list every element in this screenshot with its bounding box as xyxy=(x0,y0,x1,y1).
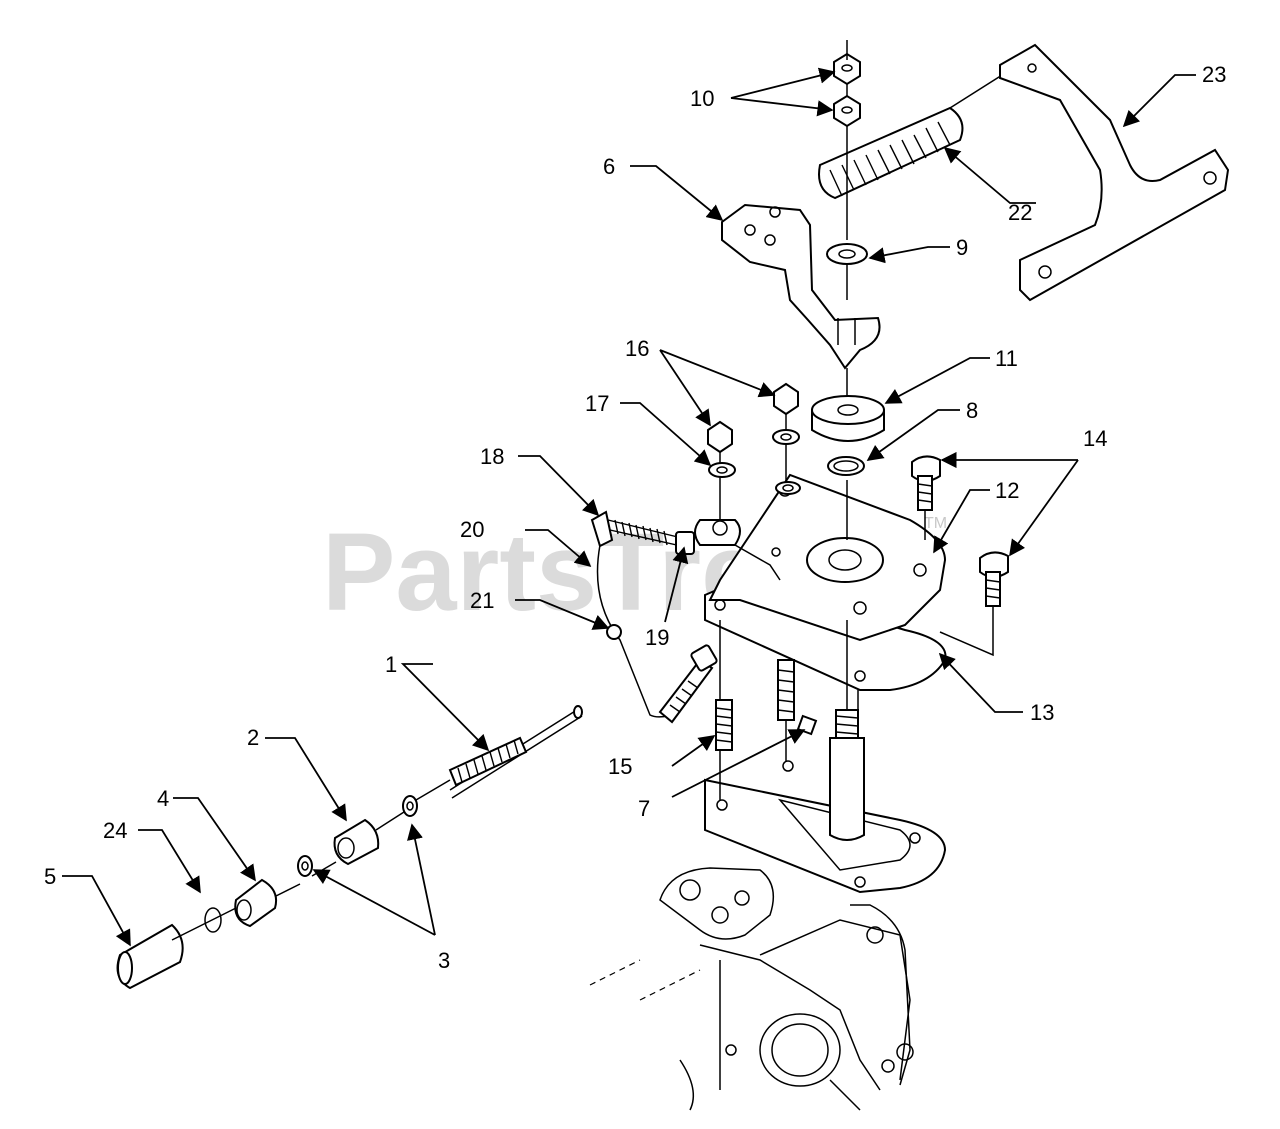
washer-24 xyxy=(204,907,222,933)
bolt-14b xyxy=(979,551,1009,607)
washers-17 xyxy=(708,429,801,495)
callout-15: 15 xyxy=(608,754,632,779)
callout-labels: 1 2 3 4 5 24 6 7 8 9 10 11 12 13 14 15 1… xyxy=(44,62,1226,973)
studs-15 xyxy=(715,659,865,841)
callout-10: 10 xyxy=(690,86,714,111)
watermark-trademark: TM xyxy=(924,515,947,532)
callout-2: 2 xyxy=(247,725,259,750)
callout-7: 7 xyxy=(638,796,650,821)
bracket-23 xyxy=(999,43,1230,302)
callout-11: 11 xyxy=(995,346,1018,371)
bushing-11 xyxy=(811,395,885,442)
nut-2 xyxy=(333,818,380,866)
callout-3: 3 xyxy=(438,948,450,973)
base-plate xyxy=(704,778,947,894)
callout-8: 8 xyxy=(966,398,978,423)
callout-23: 23 xyxy=(1202,62,1226,87)
shaft-centerline xyxy=(171,779,451,941)
callout-9: 9 xyxy=(956,235,968,260)
callout-5: 5 xyxy=(44,864,56,889)
callout-13: 13 xyxy=(1030,700,1054,725)
leader-lines xyxy=(62,67,1196,947)
bolt-left xyxy=(606,624,718,724)
bolt-14a xyxy=(911,455,941,511)
pin-7 xyxy=(782,714,818,772)
governor-arm-6 xyxy=(721,203,881,370)
callout-20: 20 xyxy=(460,517,484,542)
nuts-16 xyxy=(707,382,799,454)
spacer-4 xyxy=(234,878,278,928)
o-ring-8 xyxy=(827,456,865,476)
adjust-screw-18 xyxy=(590,510,695,555)
engine-block xyxy=(659,867,914,1111)
callout-17: 17 xyxy=(585,391,609,416)
callout-21: 21 xyxy=(470,588,494,613)
callout-4: 4 xyxy=(157,786,169,811)
throttle-lever xyxy=(694,519,781,581)
callout-16: 16 xyxy=(625,336,649,361)
assembly-lines xyxy=(589,40,994,1001)
knob-5 xyxy=(116,923,184,990)
callout-12: 12 xyxy=(995,478,1019,503)
callout-18: 18 xyxy=(480,444,504,469)
washer-3b xyxy=(297,855,313,877)
washer-3a xyxy=(402,795,418,817)
shaft-rod-1 xyxy=(448,705,583,799)
callout-6: 6 xyxy=(603,154,615,179)
callout-1: 1 xyxy=(385,652,397,677)
washer-9 xyxy=(826,243,868,265)
callout-22: 22 xyxy=(1008,200,1032,225)
wire-link-20 xyxy=(596,544,681,718)
callout-19: 19 xyxy=(645,625,669,650)
callout-14: 14 xyxy=(1083,426,1107,451)
callout-24: 24 xyxy=(103,818,127,843)
